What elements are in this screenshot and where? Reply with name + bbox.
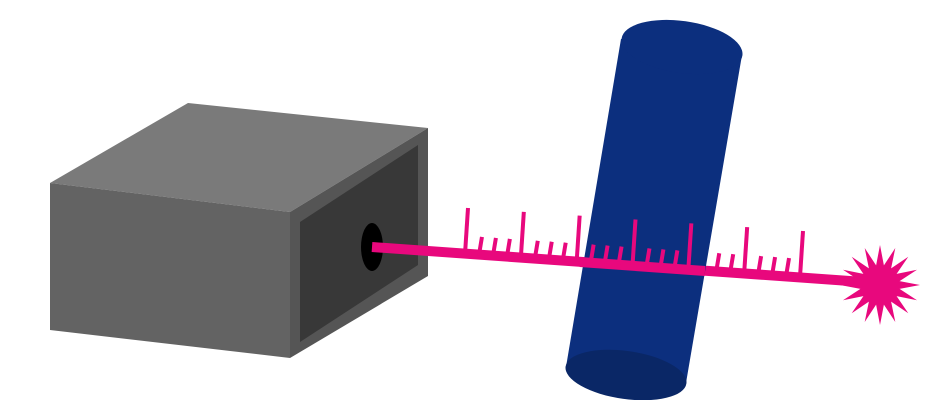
- ruler-major-tick: [798, 230, 805, 278]
- rod-top-end: [621, 19, 743, 75]
- ruler-major-tick: [630, 219, 638, 266]
- beam-front-segment: [579, 219, 706, 276]
- ruler-minor-tick: [658, 249, 666, 268]
- ruler-major-tick: [742, 227, 750, 274]
- laser-box-top: [50, 103, 428, 212]
- ruler-minor-tick: [546, 241, 554, 261]
- ruler-minor-tick: [770, 256, 778, 276]
- ruler-major-tick: [518, 211, 526, 258]
- ruler-minor-tick: [644, 248, 652, 267]
- ruler-front-ticks: [588, 219, 694, 270]
- ruler-minor-tick: [490, 237, 498, 257]
- ruler-scale-icon: [463, 207, 805, 278]
- beam-front-line: [579, 257, 706, 276]
- ruler-minor-tick: [714, 252, 722, 272]
- ruler-minor-tick: [616, 246, 624, 265]
- starburst-target-icon: [840, 245, 920, 325]
- ruler-minor-tick: [728, 253, 736, 273]
- rod-bottom-end: [565, 349, 687, 400]
- ruler-major-tick: [574, 215, 582, 262]
- laser-box-icon: [50, 103, 428, 358]
- ruler-minor-tick: [588, 244, 596, 263]
- cylinder-rod-icon: [565, 19, 743, 400]
- ruler-major-tick: [686, 223, 694, 270]
- ruler-minor-tick: [756, 255, 764, 275]
- ruler-minor-tick: [476, 236, 484, 256]
- ruler-minor-tick: [602, 245, 610, 264]
- ruler-minor-tick: [672, 250, 680, 269]
- ruler-major-tick: [463, 207, 470, 255]
- laser-box-front: [50, 183, 290, 358]
- laser-box-side-recess: [300, 145, 418, 342]
- ruler-minor-tick: [504, 238, 512, 258]
- ruler-minor-tick: [784, 257, 792, 277]
- ruler-minor-tick: [560, 242, 568, 262]
- rod-body: [566, 39, 742, 383]
- ruler-minor-tick: [532, 240, 540, 260]
